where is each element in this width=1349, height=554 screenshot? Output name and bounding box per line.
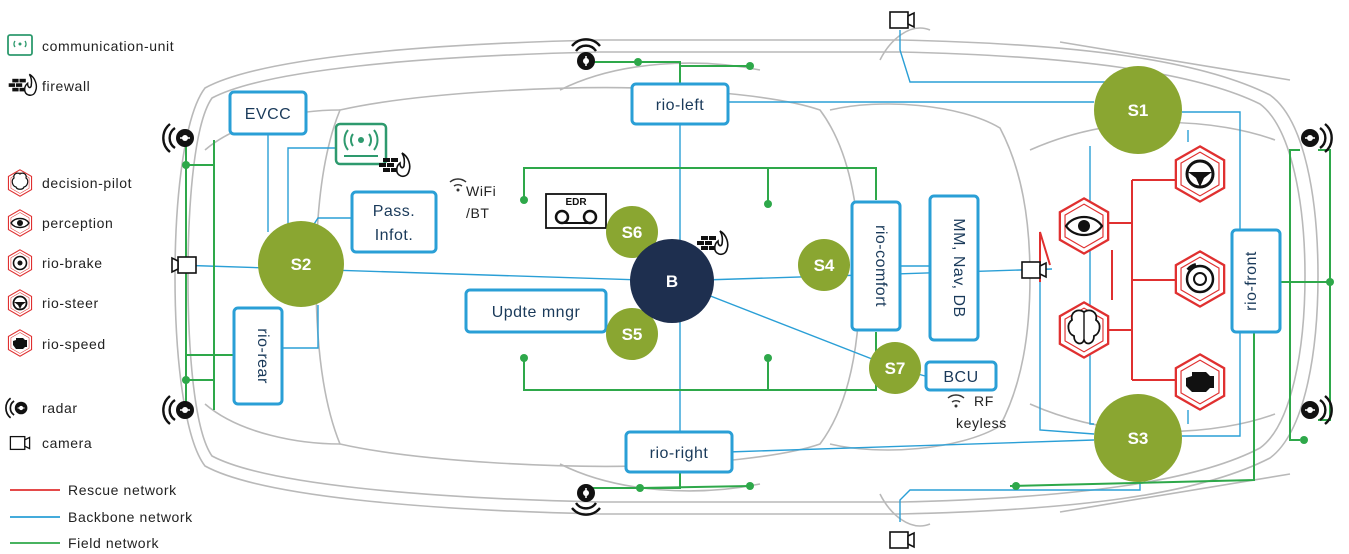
switch-s7: S7	[869, 342, 921, 394]
pass-infot-box: Pass. Infot.	[350, 190, 438, 254]
rio-steer-legend-icon	[7, 289, 33, 317]
rio-front-box: rio-front	[1230, 228, 1282, 334]
bcu-box: BCU	[924, 360, 998, 392]
svg-text:rio-comfort: rio-comfort	[872, 225, 889, 307]
svg-text:Infot.: Infot.	[375, 227, 414, 244]
svg-text:/BT: /BT	[466, 205, 490, 221]
rio-brake-hex	[1174, 250, 1226, 308]
svg-text:S4: S4	[814, 256, 835, 275]
svg-text:rio-front: rio-front	[1243, 251, 1260, 311]
legend-decision-pilot: decision-pilot	[42, 175, 132, 191]
field-junction-dots	[182, 58, 1334, 492]
svg-text:MM, Nav, DB: MM, Nav, DB	[950, 218, 967, 317]
rio-right-box: rio-right	[624, 430, 734, 474]
legend-backbone-network: Backbone network	[68, 509, 193, 525]
svg-text:rio-right: rio-right	[650, 445, 709, 462]
svg-text:rio-left: rio-left	[656, 97, 705, 114]
rio-steer-hex	[1174, 145, 1226, 203]
mm-nav-db-box: MM, Nav, DB	[928, 194, 980, 342]
svg-text:S6: S6	[622, 223, 643, 242]
svg-text:S3: S3	[1128, 429, 1149, 448]
perception-hex	[1058, 197, 1110, 255]
svg-text:WiFi: WiFi	[466, 183, 496, 199]
evcc-box: EVCC	[228, 90, 308, 136]
rio-speed-hex	[1174, 353, 1226, 411]
switch-s5: S5	[606, 308, 658, 360]
svg-text:B: B	[666, 272, 678, 291]
firewall-bridge-icon	[696, 230, 729, 256]
svg-text:Updte mngr: Updte mngr	[492, 304, 581, 321]
legend-camera: camera	[42, 435, 92, 451]
svg-text:S7: S7	[885, 359, 906, 378]
legend-rescue-network: Rescue network	[68, 482, 177, 498]
svg-text:rio-rear: rio-rear	[254, 328, 271, 384]
rio-left-box: rio-left	[630, 82, 730, 126]
radar-legend-icon	[5, 397, 29, 419]
decision-pilot-legend-icon	[7, 169, 33, 197]
camera-left	[889, 11, 915, 29]
legend-field-network: Field network	[68, 535, 159, 551]
legend-radar: radar	[42, 400, 78, 416]
switch-s4: S4	[798, 239, 850, 291]
decision-pilot-hex	[1058, 301, 1110, 359]
edr-box: EDR	[545, 193, 607, 229]
legend-firewall: firewall	[42, 78, 90, 94]
svg-text:S2: S2	[291, 255, 312, 274]
legend-rio-speed: rio-speed	[42, 336, 106, 352]
rf-keyless-label: RF keyless	[947, 393, 1007, 431]
radar-left-mirror	[570, 38, 602, 72]
rio-speed-legend-icon	[7, 329, 33, 357]
rio-rear-box: rio-rear	[232, 306, 284, 406]
updte-mngr-box: Updte mngr	[464, 288, 608, 334]
svg-text:S5: S5	[622, 325, 643, 344]
camera-rear	[171, 256, 197, 274]
legend-communication-unit: communication-unit	[42, 38, 174, 54]
bridge-b: B	[630, 239, 714, 323]
svg-text:keyless: keyless	[956, 415, 1007, 431]
legend: communication-unit firewall decision-pil…	[5, 34, 193, 551]
switch-s3: S3	[1094, 394, 1182, 482]
switch-s1: S1	[1094, 66, 1182, 154]
svg-text:BCU: BCU	[943, 369, 978, 386]
svg-text:EVCC: EVCC	[245, 106, 291, 123]
legend-rio-steer: rio-steer	[42, 295, 99, 311]
switch-s2: S2	[258, 221, 344, 307]
camera-legend-icon	[9, 435, 31, 451]
perception-legend-icon	[7, 209, 33, 237]
rio-brake-legend-icon	[7, 249, 33, 277]
radar-front-left	[1299, 122, 1333, 154]
legend-rio-brake: rio-brake	[42, 255, 103, 271]
svg-text:Pass.: Pass.	[373, 203, 416, 220]
radar-rear-right	[162, 394, 196, 426]
communication-unit-legend-icon	[7, 34, 33, 56]
firewall-legend-icon	[7, 73, 38, 96]
svg-text:EDR: EDR	[565, 197, 587, 208]
svg-text:S1: S1	[1128, 101, 1149, 120]
rio-comfort-box: rio-comfort	[850, 200, 902, 332]
legend-perception: perception	[42, 215, 113, 231]
switch-s6: S6	[606, 206, 658, 258]
rescue-network	[1039, 179, 1178, 381]
communication-unit	[334, 122, 388, 166]
svg-text:RF: RF	[974, 393, 994, 409]
camera-front	[1021, 261, 1047, 279]
wifi-bt-label: WiFi /BT	[449, 178, 496, 221]
camera-right	[889, 531, 915, 549]
